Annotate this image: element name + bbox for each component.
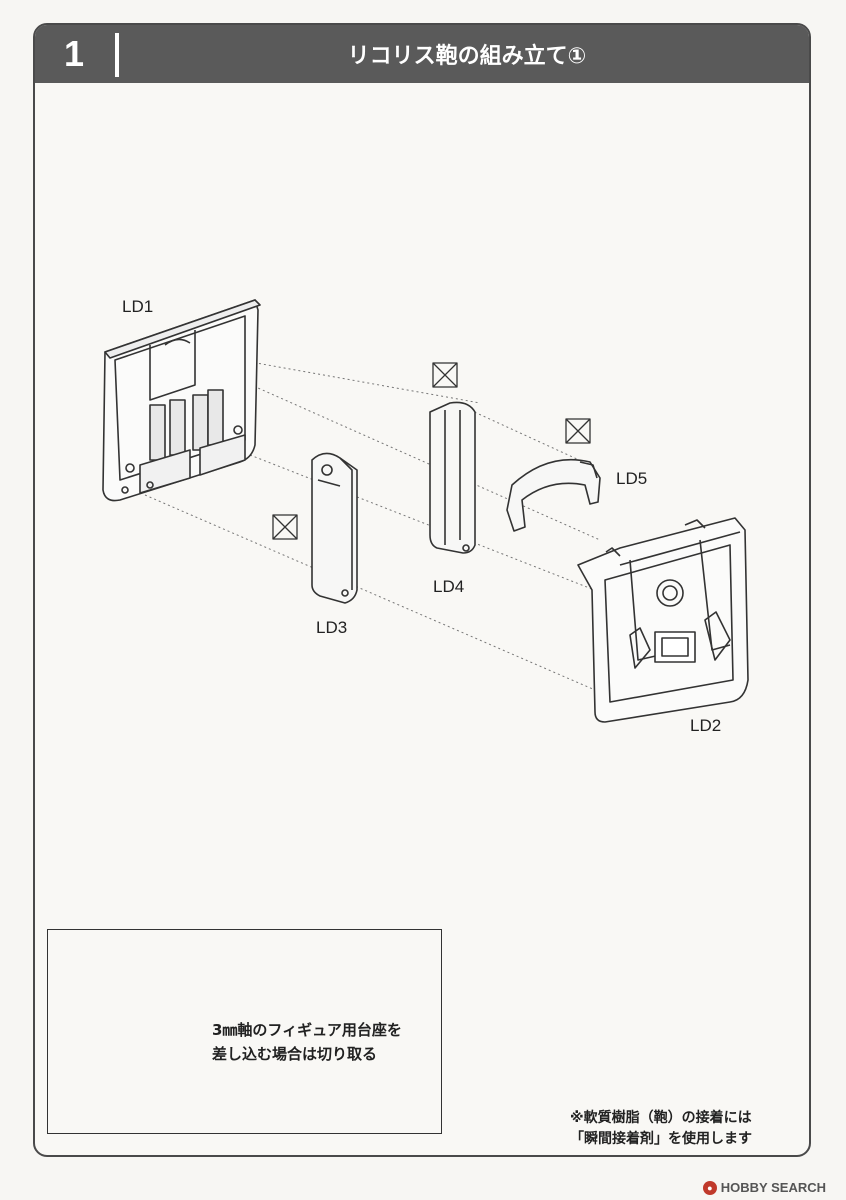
hobby-search-logo-icon: ● [702, 1180, 717, 1195]
inset-detail-box [47, 929, 442, 1134]
glue-note: ※軟質樹脂（鞄）の接着には 「瞬間接着剤」を使用します [570, 1108, 752, 1150]
glue-note-line2: 「瞬間接着剤」を使用します [570, 1131, 752, 1147]
part-ld4-drawing [429, 401, 476, 554]
label-ld5: LD5 [616, 469, 648, 488]
step-number: 1 [63, 33, 85, 74]
label-ld1: LD1 [122, 297, 154, 316]
step-header: 1 リコリス鞄の組み立て① [35, 25, 809, 83]
inset-note-line2: 差し込む場合は切り取る [212, 1045, 378, 1063]
glue-note-line1: ※軟質樹脂（鞄）の接着には [570, 1110, 752, 1126]
label-ld3: LD3 [316, 618, 348, 637]
inset-note-line1: 3㎜軸のフィギュア用台座を [212, 1021, 402, 1039]
label-ld4: LD4 [433, 577, 465, 596]
cut-mark-icons [272, 362, 591, 540]
inset-note: 3㎜軸のフィギュア用台座を 差し込む場合は切り取る [212, 1018, 402, 1066]
watermark-text: HOBBY SEARCH [720, 1180, 826, 1195]
part-ld1-drawing [102, 299, 261, 502]
label-ld2: LD2 [690, 716, 722, 735]
watermark: ● HOBBY SEARCH [702, 1180, 826, 1195]
part-ld2-drawing [577, 517, 749, 723]
header-divider [115, 33, 119, 77]
part-ld3-drawing [311, 452, 358, 604]
step-title: リコリス鞄の組み立て① [347, 44, 587, 69]
part-ld5-drawing [506, 458, 601, 532]
